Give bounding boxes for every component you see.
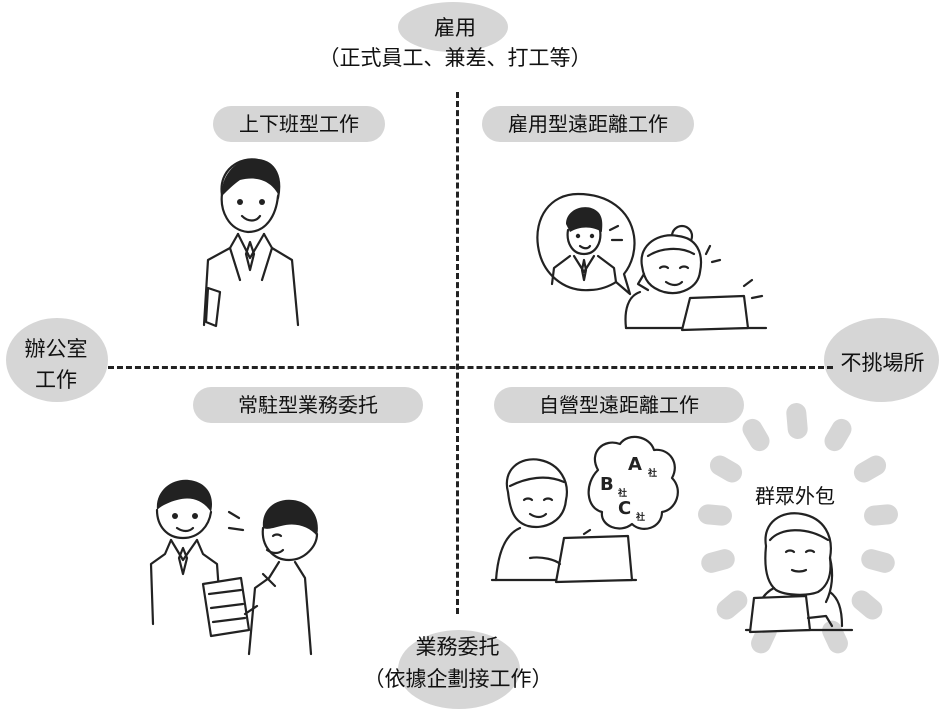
quadrant-bottom-left-label: 常駐型業務委托	[193, 387, 423, 423]
bottom-axis-title: 業務委托	[415, 635, 500, 659]
top-axis-title: 雇用	[434, 16, 476, 40]
client-letter-a: A	[628, 454, 642, 475]
client-letter-b: B	[600, 474, 614, 495]
vertical-axis-line	[456, 92, 459, 614]
office-worker-illustration	[202, 158, 300, 328]
top-axis-subtitle: （正式員工、兼差、打工等）	[318, 46, 592, 70]
right-axis-label: 不挑場所	[840, 351, 925, 375]
left-axis-blob	[6, 318, 108, 402]
client-meeting-illustration	[149, 479, 319, 656]
quadrant-top-left-label: 上下班型工作	[213, 106, 385, 142]
right-axis-blob	[824, 318, 939, 402]
quadrant-bottom-right-label: 自營型遠距離工作	[494, 387, 744, 423]
bottom-axis-subtitle: （依據企劃接工作）	[363, 667, 553, 691]
bottom-axis-blob	[398, 630, 520, 709]
freelancer-with-multiple-clients-illustration: A 社 B 社 C 社	[490, 435, 679, 584]
client-suffix-c: 社	[635, 511, 645, 523]
quadrant-top-right-label: 雇用型遠距離工作	[482, 106, 694, 142]
left-axis-label-line1: 辦公室	[24, 337, 88, 361]
client-suffix-a: 社	[647, 467, 657, 479]
remote-worker-with-video-call-illustration	[536, 192, 768, 332]
crowd-label: 群眾外包	[755, 484, 835, 508]
client-suffix-b: 社	[617, 487, 627, 499]
crowd-worker-illustration	[744, 512, 854, 634]
horizontal-axis-line	[108, 366, 833, 369]
client-letter-c: C	[618, 498, 631, 519]
left-axis-label-line2: 工作	[35, 368, 77, 392]
top-axis-blob	[398, 2, 508, 52]
